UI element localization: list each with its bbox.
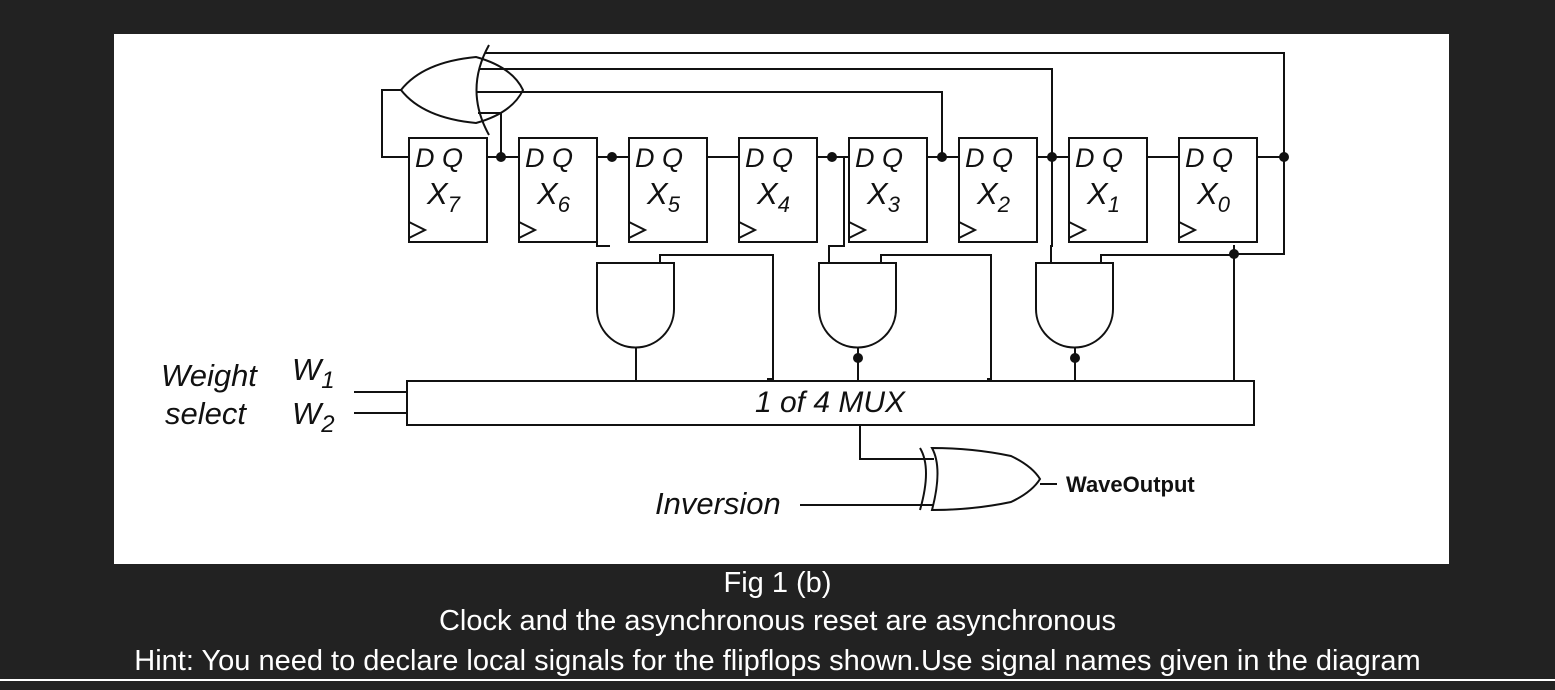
flipflop-x2: D Q X2 <box>958 137 1038 243</box>
junction-dots <box>496 152 1289 363</box>
caption-hint: Hint: You need to declare local signals … <box>134 645 1421 677</box>
svg-text:D Q: D Q <box>635 143 683 173</box>
circuit-diagram-panel: D Q X7 D Q X6 D Q X5 D Q X4 D Q X3 D Q X… <box>114 34 1449 564</box>
svg-text:X7: X7 <box>426 176 461 217</box>
circuit-diagram: D Q X7 D Q X6 D Q X5 D Q X4 D Q X3 D Q X… <box>161 44 1289 521</box>
svg-text:X5: X5 <box>646 176 681 217</box>
and1-in-right-wire <box>659 254 774 380</box>
weight-label: Weight <box>161 358 258 393</box>
mux-label: 1 of 4 MUX <box>755 386 906 419</box>
select-label: select <box>165 396 247 431</box>
xor-to-x7-wire <box>381 89 409 158</box>
x0-loop-wire <box>1234 157 1285 255</box>
svg-text:D Q: D Q <box>855 143 903 173</box>
caption-clock-note: Clock and the asynchronous reset are asy… <box>438 605 1117 637</box>
inversion-label: Inversion <box>655 486 781 521</box>
wave-output-label: WaveOutput <box>1066 472 1195 497</box>
svg-text:D Q: D Q <box>415 143 463 173</box>
figure-caption: Fig 1 (b) <box>723 567 832 599</box>
tap-x7-wire <box>478 112 502 157</box>
feedback-xor-gate <box>399 44 525 136</box>
and-gate-1 <box>596 262 675 349</box>
svg-text:X0: X0 <box>1196 176 1231 217</box>
and2-in-left-wire <box>828 157 845 263</box>
and-gate-3 <box>1035 262 1114 349</box>
svg-text:D Q: D Q <box>1075 143 1123 173</box>
svg-text:D Q: D Q <box>1185 143 1233 173</box>
svg-text:D Q: D Q <box>745 143 793 173</box>
flipflop-x5: D Q X5 <box>628 137 708 243</box>
and1-in-left-wire <box>596 157 610 247</box>
tap-x2-wire <box>477 91 943 157</box>
w2-label: W2 <box>292 396 335 438</box>
and-gate-2 <box>818 262 897 349</box>
flipflop-x1: D Q X1 <box>1068 137 1148 243</box>
mux-output-wire <box>859 425 934 460</box>
svg-text:X4: X4 <box>756 176 790 217</box>
tap-x0-wire <box>485 52 1285 157</box>
flipflop-x0: D Q X0 <box>1178 137 1258 243</box>
output-xor-gate <box>919 446 1042 512</box>
flipflop-x4: D Q X4 <box>738 137 818 243</box>
svg-text:X3: X3 <box>866 176 901 217</box>
tap-x1-wire <box>479 68 1053 157</box>
and2-in-right-wire <box>880 254 992 380</box>
mux-box <box>406 380 1255 426</box>
w1-label: W1 <box>292 352 335 394</box>
bottom-divider <box>0 679 1555 681</box>
flipflop-x3: D Q X3 <box>848 137 928 243</box>
and3-in-right-wire <box>1100 245 1235 263</box>
svg-text:D Q: D Q <box>965 143 1013 173</box>
svg-text:X6: X6 <box>536 176 571 217</box>
and3-in-left-wire <box>1050 157 1053 263</box>
svg-text:D Q: D Q <box>525 143 573 173</box>
svg-text:X2: X2 <box>976 176 1010 217</box>
flipflop-x7: D Q X7 <box>408 137 488 243</box>
svg-text:X1: X1 <box>1086 176 1120 217</box>
flipflop-x6: D Q X6 <box>518 137 598 243</box>
